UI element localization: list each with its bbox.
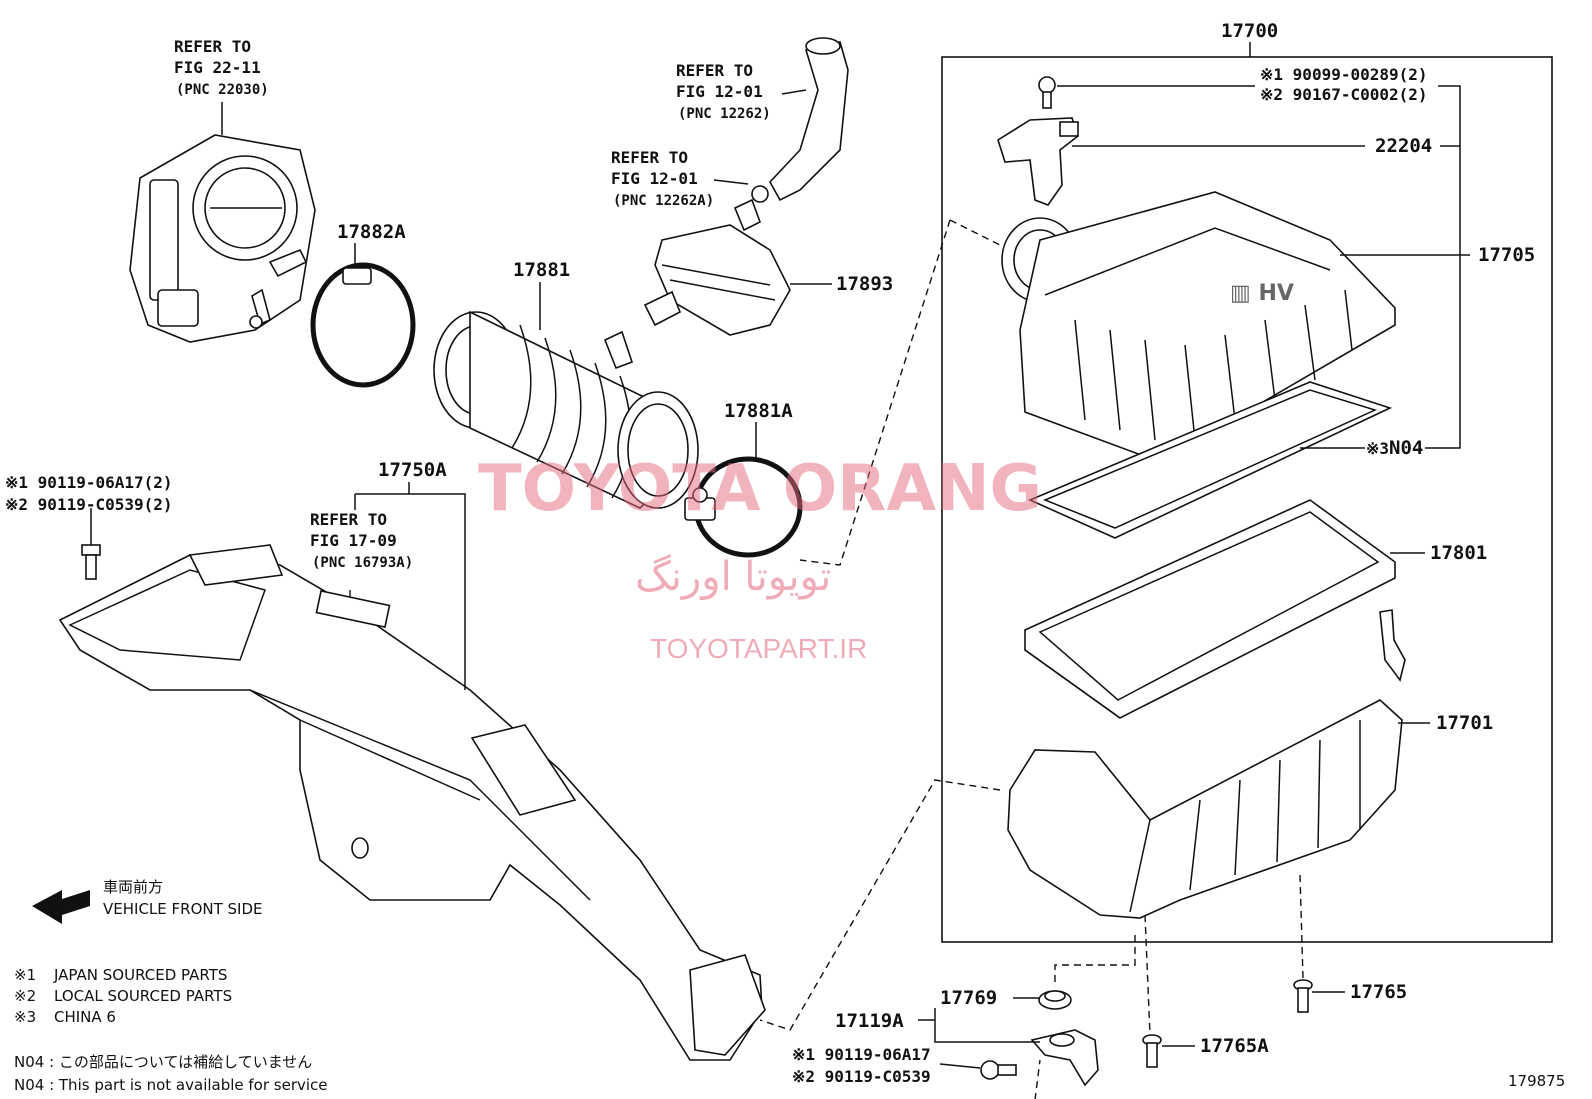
fastener-left-bolt-2[interactable]: ※2 90119-C0539(2): [5, 495, 173, 514]
callout-N04-mark: ※3: [1366, 439, 1389, 458]
left-bolt-illustration: [81, 544, 101, 580]
note-n04-en: N04 : This part is not available for ser…: [14, 1076, 328, 1094]
screw-illustration: [1038, 76, 1056, 109]
ref-hose-top-line2: FIG 12-01: [676, 82, 763, 101]
throttle-body-illustration: [129, 134, 316, 343]
callout-17700[interactable]: 17700: [1221, 20, 1278, 42]
callout-22204[interactable]: 22204: [1375, 135, 1432, 157]
ref-hose-top-line1: REFER TO: [676, 61, 753, 80]
legend-text-3: CHINA 6: [54, 1008, 116, 1026]
resonator-17893-illustration: [643, 198, 791, 336]
fastener-bottom-bolt-1[interactable]: ※1 90119-06A17: [792, 1045, 931, 1064]
fastener-top-screw-2[interactable]: ※2 90167-C0002(2): [1260, 85, 1428, 104]
ref-hose-top-line3: (PNC 12262): [678, 106, 771, 122]
clamp-17882A-illustration: [310, 262, 416, 388]
clamp-17881A-illustration: [684, 456, 803, 558]
watermark-line3: TOYOTAPART.IR: [650, 633, 867, 664]
lower-case-17701-illustration: [1007, 609, 1406, 919]
filter-element-17801-illustration: [1024, 499, 1396, 719]
callout-17750A[interactable]: 17750A: [378, 459, 447, 481]
figure-number: 179875: [1508, 1072, 1565, 1090]
clip-17765A-illustration: [1142, 1034, 1162, 1068]
ref-throttle-line3: (PNC 22030): [176, 82, 269, 98]
ref-hose-clamp-line1: REFER TO: [611, 148, 688, 167]
legend-text-2: LOCAL SOURCED PARTS: [54, 987, 232, 1005]
callout-17882A[interactable]: 17882A: [337, 221, 406, 243]
ref-hose-clamp-line2: FIG 12-01: [611, 169, 698, 188]
ref-duct-line3: (PNC 16793A): [312, 555, 413, 571]
callout-17765A[interactable]: 17765A: [1200, 1035, 1269, 1057]
ref-throttle-line1: REFER TO: [174, 37, 251, 56]
callout-17705[interactable]: 17705: [1478, 244, 1535, 266]
clip-17765-illustration: [1293, 979, 1313, 1013]
ref-duct-line2: FIG 17-09: [310, 531, 397, 550]
legend-mark-2: ※2: [14, 987, 36, 1005]
fastener-top-screw-1[interactable]: ※1 90099-00289(2): [1260, 65, 1428, 84]
air-hose-17881-illustration: [433, 310, 699, 509]
bracket-17119A-illustration: [1030, 1029, 1099, 1087]
mass-air-flow-sensor-22204-illustration: [997, 117, 1079, 206]
gasket-N04-illustration: [1027, 381, 1393, 539]
callout-17765[interactable]: 17765: [1350, 981, 1407, 1003]
ref-hose-clamp-line3: (PNC 12262A): [613, 193, 714, 209]
note-n04-jp: N04 : この部品については補給していません: [14, 1053, 312, 1071]
watermark-line2: تویوتا اورنگ: [635, 554, 831, 600]
callout-17881[interactable]: 17881: [513, 259, 570, 281]
ref-throttle-line2: FIG 22-11: [174, 58, 261, 77]
svg-text:▥ HV: ▥ HV: [1230, 281, 1294, 306]
hose-illustration: [751, 37, 849, 203]
callout-17881A[interactable]: 17881A: [724, 400, 793, 422]
callout-17769[interactable]: 17769: [940, 987, 997, 1009]
direction-jp: 車両前方: [103, 878, 163, 896]
legend-mark-3: ※3: [14, 1008, 36, 1026]
front-arrow-icon: [32, 890, 90, 924]
callout-N04[interactable]: N04: [1389, 437, 1423, 459]
callout-17119A[interactable]: 17119A: [835, 1010, 904, 1032]
legend-mark-1: ※1: [14, 966, 36, 984]
legend: ※1 JAPAN SOURCED PARTS ※2 LOCAL SOURCED …: [14, 966, 232, 1026]
fastener-left-bolt-1[interactable]: ※1 90119-06A17(2): [5, 473, 173, 492]
bottom-bolt-illustration: [980, 1060, 1017, 1080]
legend-text-1: JAPAN SOURCED PARTS: [53, 966, 227, 984]
callout-17893[interactable]: 17893: [836, 273, 893, 295]
assembly-frame-17700: [941, 56, 1553, 943]
upper-case-17705-illustration: ▥ HV: [1001, 191, 1396, 463]
fastener-bottom-bolt-2[interactable]: ※2 90119-C0539: [792, 1067, 931, 1086]
callout-17801[interactable]: 17801: [1430, 542, 1487, 564]
intake-duct-17750A-illustration: [58, 544, 766, 1061]
watermark-line1: TOYOTA ORANG: [478, 452, 1042, 526]
direction-en: VEHICLE FRONT SIDE: [103, 900, 263, 918]
callout-17701[interactable]: 17701: [1436, 712, 1493, 734]
ref-duct-line1: REFER TO: [310, 510, 387, 529]
grommet-17769-illustration: [1038, 990, 1072, 1010]
